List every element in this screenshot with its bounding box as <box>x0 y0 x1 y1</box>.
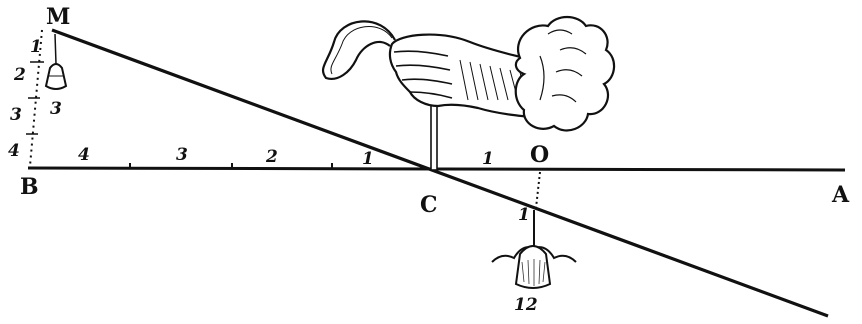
label-point-o: O <box>530 142 549 168</box>
label-point-a: A <box>831 182 850 208</box>
right-beam-mark: 1 <box>482 149 494 169</box>
label-point-c: C <box>420 192 438 218</box>
beam-scale-1: 1 <box>362 149 374 169</box>
beam-scale-2: 2 <box>265 147 278 167</box>
hand-illustration <box>321 15 616 132</box>
vertical-rod-c <box>430 101 438 171</box>
left-weight-label: 3 <box>50 99 62 119</box>
left-scale-4: 4 <box>8 141 20 161</box>
right-weight <box>491 210 577 289</box>
beam-ticks <box>129 163 333 169</box>
left-scale-3: 3 <box>10 105 22 125</box>
right-dotted-vertical <box>535 171 541 209</box>
right-rod-mark: 1 <box>518 205 530 225</box>
left-scale-ticks <box>26 61 44 135</box>
left-scale-2: 2 <box>13 65 26 85</box>
right-weight-label: 12 <box>514 295 538 315</box>
label-point-b: B <box>20 174 39 200</box>
inclined-lever <box>51 28 829 318</box>
left-weight <box>44 33 68 90</box>
beam-scale-4: 4 <box>78 145 90 165</box>
left-scale-1: 1 <box>30 37 42 57</box>
beam-scale-3: 3 <box>176 145 188 165</box>
label-point-m: M <box>46 4 70 30</box>
